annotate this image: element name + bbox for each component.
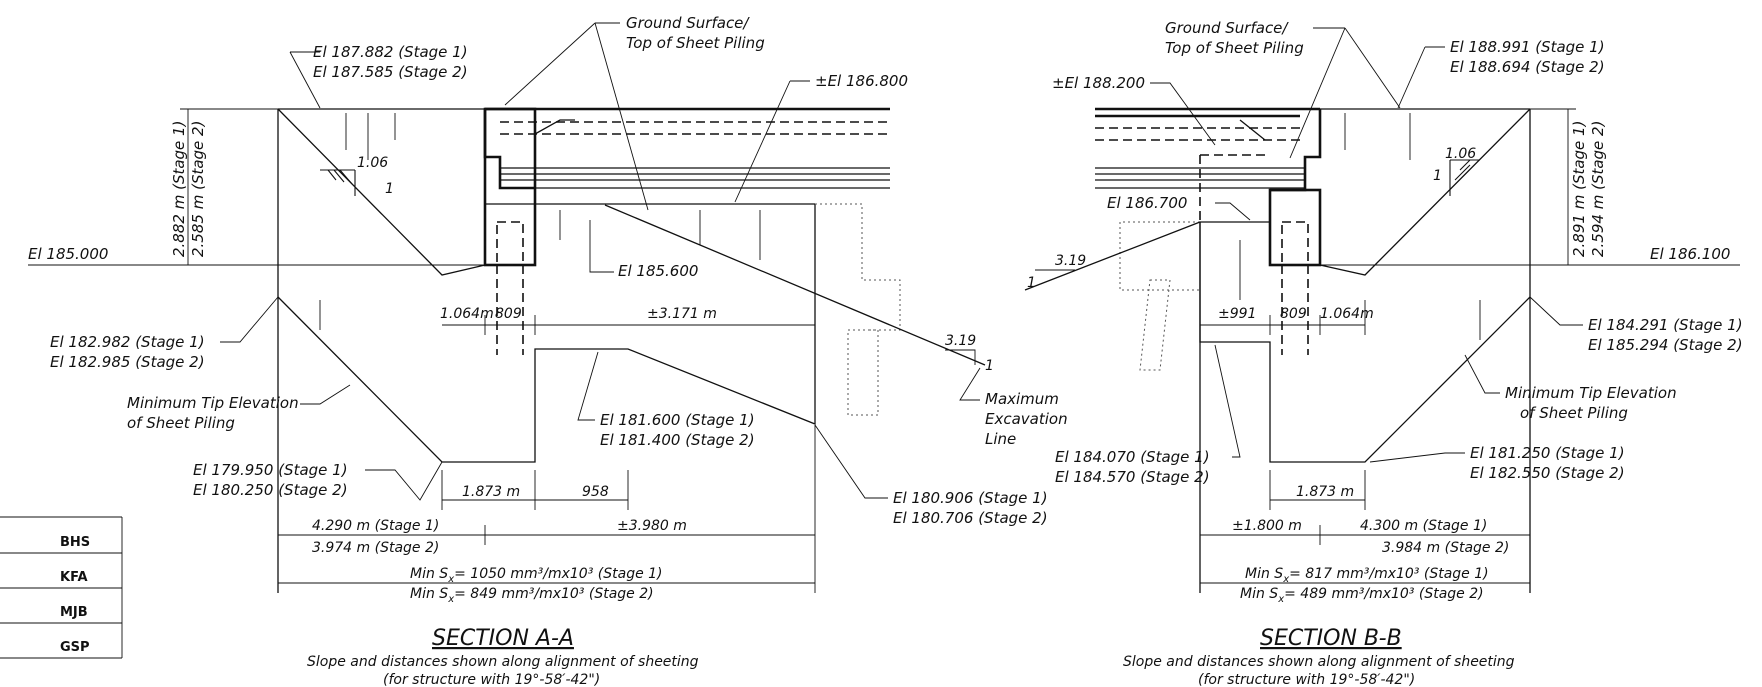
section-a-top-right-el: ±El 186.800 xyxy=(815,72,908,90)
section-b-left-slope-unit: 1 xyxy=(1027,275,1036,291)
section-a-slope-value: 1.06 xyxy=(357,155,388,171)
section-a-datum-el: El 185.000 xyxy=(28,245,108,263)
section-b-left-el-1: El 184.070 (Stage 1) xyxy=(1055,448,1210,466)
section-b-slope-value: 1.06 xyxy=(1445,146,1476,162)
section-a-left-el-2: El 182.985 (Stage 2) xyxy=(50,353,205,371)
section-b-left-slope-value: 3.19 xyxy=(1055,253,1086,269)
section-a-ground-surface-1: Ground Surface/ xyxy=(626,14,750,32)
section-a-title: SECTION A-A xyxy=(432,626,574,651)
section-a-slope-unit: 1 xyxy=(385,181,394,197)
section-a-max-exc-1: Maximum xyxy=(985,390,1059,408)
section-a-mid-el-2: El 181.400 (Stage 2) xyxy=(600,431,755,449)
section-a-right-el-2: El 180.706 (Stage 2) xyxy=(893,509,1048,527)
section-b-right-el-1: El 184.291 (Stage 1) xyxy=(1588,316,1743,334)
section-b-height-1: 2.891 m (Stage 1) xyxy=(1570,121,1588,257)
title-block: BHS KFA MJB GSP xyxy=(0,516,123,659)
section-b-geometry xyxy=(1024,107,1740,593)
section-a-dim-1873: 1.873 m xyxy=(462,484,520,500)
section-b-left-el-2: El 184.570 (Stage 2) xyxy=(1055,468,1210,486)
section-a-left-el-1: El 182.982 (Stage 1) xyxy=(50,333,205,351)
section-a-dim-1064: 1.064m xyxy=(440,306,494,322)
section-a-note-1: Slope and distances shown along alignmen… xyxy=(307,654,699,670)
section-b-el-186700: El 186.700 xyxy=(1107,194,1187,212)
section-a-right-slope-unit: 1 xyxy=(985,358,994,374)
section-a-max-exc-3: Line xyxy=(985,430,1016,448)
section-a-dim-809: 809 xyxy=(495,306,522,322)
section-a-ground-surface-2: Top of Sheet Piling xyxy=(626,34,765,52)
section-b-dim-809: 809 xyxy=(1280,306,1307,322)
section-b-datum-el: El 186.100 xyxy=(1650,245,1730,263)
section-b-min-tip-1: Minimum Tip Elevation xyxy=(1505,384,1677,402)
section-a-dim-3974: 3.974 m (Stage 2) xyxy=(312,540,439,556)
section-a-bottom-el-1: El 179.950 (Stage 1) xyxy=(193,461,348,479)
section-a-mid-el-1: El 181.600 (Stage 1) xyxy=(600,411,755,429)
section-b-top-right-el-2: El 188.694 (Stage 2) xyxy=(1450,58,1605,76)
section-a-note-2: (for structure with 19°-58′-42") xyxy=(383,672,600,687)
section-b-min-sx-2: Min Sx= 489 mm³/mx10³ (Stage 2) xyxy=(1240,586,1484,605)
section-b-dim-3984: 3.984 m (Stage 2) xyxy=(1382,540,1509,556)
section-b-min-tip-2: of Sheet Piling xyxy=(1520,404,1628,422)
title-block-row-1: BHS xyxy=(60,535,90,550)
section-a-labels: El 187.882 (Stage 1) El 187.585 (Stage 2… xyxy=(28,14,1068,687)
section-b-dim-1064: 1.064m xyxy=(1320,306,1374,322)
section-a-el-185600: El 185.600 xyxy=(618,262,698,280)
section-b-note-1: Slope and distances shown along alignmen… xyxy=(1123,654,1515,670)
section-a-min-tip-1: Minimum Tip Elevation xyxy=(127,394,299,412)
section-a-dim-3171: ±3.171 m xyxy=(647,306,717,322)
section-b-ground-surface-2: Top of Sheet Piling xyxy=(1165,39,1304,57)
section-a-right-el-1: El 180.906 (Stage 1) xyxy=(893,489,1048,507)
section-b-note-2: (for structure with 19°-58′-42") xyxy=(1198,672,1415,687)
section-b-dim-4300: 4.300 m (Stage 1) xyxy=(1360,518,1487,534)
section-b-min-sx-1: Min Sx= 817 mm³/mx10³ (Stage 1) xyxy=(1245,566,1489,585)
section-a-max-exc-2: Excavation xyxy=(985,410,1068,428)
section-b-height-2: 2.594 m (Stage 2) xyxy=(1589,121,1607,257)
section-a-top-left-el-2: El 187.585 (Stage 2) xyxy=(313,63,468,81)
section-a-top-left-el-1: El 187.882 (Stage 1) xyxy=(313,43,468,61)
section-a-bottom-el-2: El 180.250 (Stage 2) xyxy=(193,481,348,499)
section-a-dim-4290: 4.290 m (Stage 1) xyxy=(312,518,439,534)
section-a-min-tip-2: of Sheet Piling xyxy=(127,414,235,432)
section-b-labels: Ground Surface/ Top of Sheet Piling El 1… xyxy=(1027,19,1743,687)
section-a-min-sx-1: Min Sx= 1050 mm³/mx10³ (Stage 1) xyxy=(410,566,663,585)
section-a-height-2: 2.585 m (Stage 2) xyxy=(189,121,207,257)
section-b-top-right-el-1: El 188.991 (Stage 1) xyxy=(1450,38,1605,56)
section-a-right-slope-value: 3.19 xyxy=(945,333,976,349)
section-b-right-el-2: El 185.294 (Stage 2) xyxy=(1588,336,1743,354)
section-b-dim-1800: ±1.800 m xyxy=(1232,518,1302,534)
section-b-title: SECTION B-B xyxy=(1260,626,1402,651)
section-b-dim-991: ±991 xyxy=(1218,306,1256,322)
section-b-ground-surface-1: Ground Surface/ xyxy=(1165,19,1289,37)
title-block-row-2: KFA xyxy=(60,570,88,585)
section-a-min-sx-2: Min Sx= 849 mm³/mx10³ (Stage 2) xyxy=(410,586,654,605)
section-b-slope-unit: 1 xyxy=(1433,168,1442,184)
section-a-height-1: 2.882 m (Stage 1) xyxy=(170,121,188,257)
section-b-dim-1873: 1.873 m xyxy=(1296,484,1354,500)
section-b-top-left-el: ±El 188.200 xyxy=(1052,74,1145,92)
section-b-bottom-el-1: El 181.250 (Stage 1) xyxy=(1470,444,1625,462)
title-block-row-4: GSP xyxy=(60,640,90,655)
title-block-row-3: MJB xyxy=(60,605,88,620)
section-a-dim-958: 958 xyxy=(582,484,609,500)
section-b-bottom-el-2: El 182.550 (Stage 2) xyxy=(1470,464,1625,482)
section-a-dim-3980: ±3.980 m xyxy=(617,518,687,534)
